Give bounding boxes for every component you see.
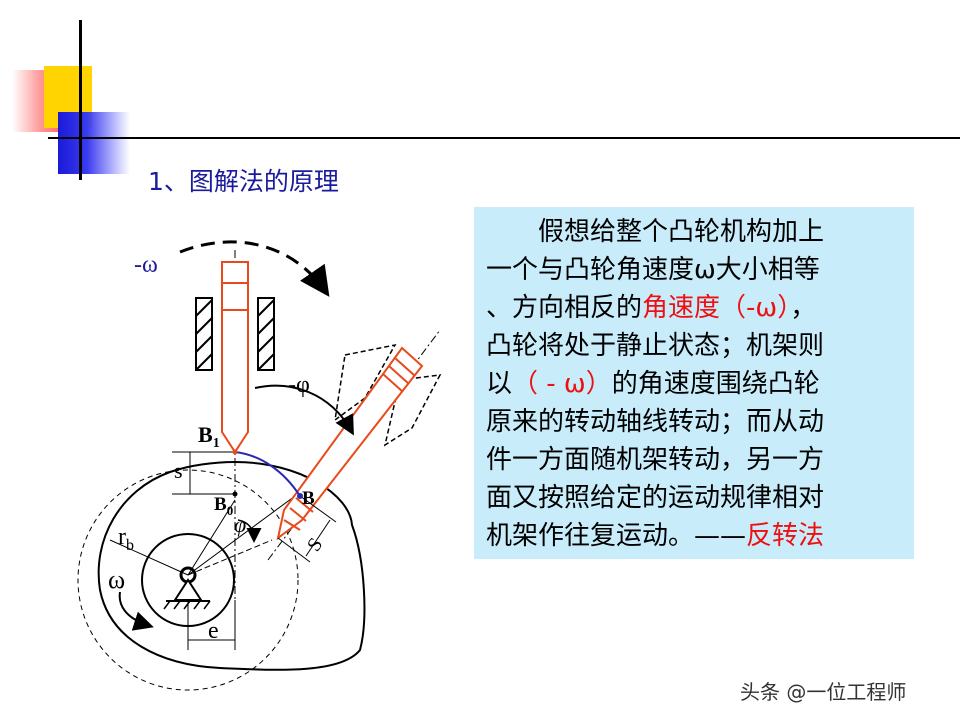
omega-arrow-arc [118,591,154,631]
point-b1 [232,449,238,455]
header-horizontal-rule [48,137,960,139]
explanation-line-5: 以（ - ω）的角速度围绕凸轮 [486,365,906,403]
label-phi: φ [234,512,246,537]
explanation-line-3-prefix: 、方向相反的 [486,293,643,323]
explanation-line-7: 件一方面随机架转动，另一方 [486,445,825,475]
highlight-inversion-method: 反转法 [746,521,825,551]
explanation-line-6: 原来的转动轴线转动；而从动 [486,407,825,437]
explanation-line-9: 机架作往复运动。——反转法 [486,517,906,555]
explanation-line-5-suffix: 的角速度围绕凸轮 [611,369,820,399]
explanation-line-4: 凸轮将处于静止状态；机架则 [486,331,825,361]
omega-symbol: ω [694,255,716,285]
explanation-line-1: 假想给整个凸轮机构加上 [486,217,825,247]
explanation-line-2-suffix: 大小相等 [715,255,820,285]
label-neg-phi: -φ [288,372,310,398]
explanation-line-2-prefix: 一个与凸轮角速度 [486,255,695,285]
radius-line-b [187,495,296,576]
label-omega: ω [108,565,125,594]
highlight-close-paren: ） [777,293,791,323]
label-neg-omega: -ω [134,252,158,278]
label-b: B [302,488,315,509]
fixed-guide [195,297,275,371]
pitch-arc [234,451,301,497]
label-b1: B1 [198,422,220,451]
explanation-box: 假想给整个凸轮机构加上 一个与凸轮角速度ω大小相等 、方向相反的角速度（-ω），… [474,207,914,559]
label-e: e [208,618,219,644]
watermark: 头条 @一位工程师 [740,680,907,704]
label-rb: rb [118,524,134,554]
explanation-line-5-prefix: 以 [486,369,513,399]
s-dimension-left [172,451,235,495]
label-s-left: s [174,458,183,483]
rotated-guide [333,343,442,447]
highlight-neg-omega: -ω [746,293,778,323]
s-dimension-right [277,495,337,563]
follower-inclined [276,346,424,541]
neg-omega-arc [179,240,330,297]
offset-circle [77,469,299,691]
highlight-angular-velocity: 角速度（ [642,293,747,323]
corner-vertical-rule [79,20,82,180]
radius-line-b0 [187,499,236,576]
explanation-line-3-suffix: ， [790,293,817,323]
explanation-line-8: 面又按照给定的运动规律相对 [486,483,825,513]
highlight-neg-omega-2: （ - ω） [512,369,612,399]
point-b0 [232,491,238,497]
corner-decoration-blue [58,112,130,174]
point-b [297,493,303,499]
offset-line [187,539,273,576]
explanation-line-2: 一个与凸轮角速度ω大小相等 [486,251,906,289]
label-b0: B0 [214,494,233,518]
follower-vertical [221,261,249,454]
explanation-line-9-prefix: 机架作往复运动。—— [486,521,747,551]
rb-line [109,539,189,576]
neg-phi-arc [254,384,354,436]
e-dimension [187,600,236,650]
explanation-line-3: 、方向相反的角速度（-ω）， [486,289,906,327]
phi-arc [237,519,262,543]
section-heading: 1、图解法的原理 [148,167,339,196]
